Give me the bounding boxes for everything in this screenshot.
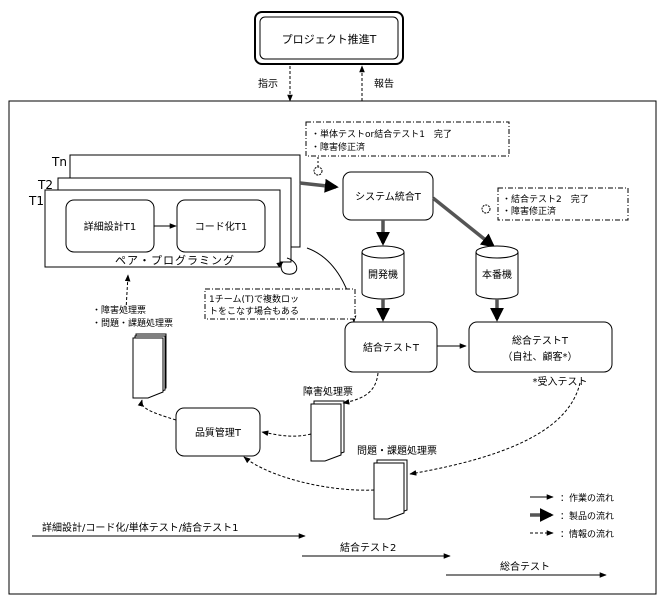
legend-work-flow-label: ：作業の流れ	[560, 492, 614, 504]
team-2-label: T2	[37, 178, 53, 192]
stack-to-integration-arrow	[299, 178, 339, 193]
test2-done-line1: ・結合テスト2 完了	[502, 193, 589, 205]
project-node: プロジェクト推進T	[254, 11, 404, 65]
system-integration-node: システム統合T	[342, 171, 434, 221]
project-label: プロジェクト推進T	[282, 32, 377, 46]
issue-ticket-label: 問題・課題処理票	[357, 444, 437, 457]
team-lots-note: 1チーム(T)で複数ロッ トをこなす場合もある	[204, 288, 356, 320]
team-n-label: Tn	[51, 155, 67, 169]
doc-to-teams-info-arrow	[124, 274, 131, 311]
total-test-label-line1: 総合テストT	[512, 334, 569, 347]
detail-design-node: 詳細設計T1	[65, 199, 155, 253]
unit-note-pointer	[313, 166, 323, 176]
issue-ticket-doc-icon	[373, 459, 408, 520]
report-label: 報告	[374, 77, 394, 90]
defect-to-quality-info-arrow	[261, 430, 312, 437]
coding-node: コード化T1	[176, 199, 266, 253]
main-frame	[8, 100, 657, 595]
acceptance-test-label: *受入テスト	[533, 376, 588, 388]
integration-to-prod-arrow	[431, 196, 496, 248]
pair-programming-label: ペア・プログラミング	[115, 253, 235, 267]
integration-test-node: 結合テストT	[344, 321, 438, 373]
legend-product-flow-label: ：製品の流れ	[560, 510, 614, 522]
defect-ticket-label: 障害処理票	[303, 385, 353, 398]
team-1-label: T1	[28, 194, 44, 208]
left-ticket-doc-icon	[132, 333, 167, 399]
system-integration-label: システム統合T	[355, 190, 422, 203]
test2-note-pointer	[481, 204, 491, 214]
phase2-label: 結合テスト2	[340, 541, 396, 554]
team-lots-line1: 1チーム(T)で複数ロッ	[209, 293, 299, 305]
defect-ticket-doc-icon	[310, 400, 345, 462]
unit-done-line1: ・単体テストor結合テスト1 完了	[311, 128, 452, 140]
issue-to-quality-info-arrow	[243, 456, 375, 491]
team-lots-line2: トをこなす場合もある	[209, 305, 299, 317]
phase3-label: 総合テスト	[500, 560, 550, 573]
unit-done-line2: ・障害修正済	[311, 141, 365, 153]
dev-machine-label: 開発機	[368, 268, 398, 281]
legend-info-flow-label: ：情報の流れ	[560, 528, 614, 540]
legend: ：作業の流れ ：製品の流れ ：情報の流れ	[530, 492, 614, 540]
instruct-label: 指示	[258, 77, 278, 90]
prod-machine-label: 本番機	[482, 268, 512, 281]
dev-machine-node: 開発機	[361, 245, 405, 300]
quality-to-left-doc-info-arrow	[137, 399, 177, 421]
integration-test-label: 結合テストT	[363, 341, 420, 354]
detail-design-label: 詳細設計T1	[84, 220, 136, 233]
quality-mgmt-label: 品質管理T	[195, 426, 242, 439]
quality-mgmt-node: 品質管理T	[175, 407, 261, 457]
coding-label: コード化T1	[195, 220, 247, 233]
total-test-node: 総合テストT （自社、顧客*）	[468, 321, 613, 373]
integration-to-defect-info-arrow	[342, 372, 379, 405]
left-doc-line1: ・障害処理票	[92, 304, 146, 316]
total-test-to-issue-info-arrow	[409, 382, 581, 476]
prod-machine-node: 本番機	[475, 245, 519, 300]
left-doc-line2: ・問題・課題処理票	[92, 317, 173, 329]
total-test-label-line2: （自社、顧客*）	[503, 350, 578, 363]
unit-test-done-note: ・単体テストor結合テスト1 完了 ・障害修正済	[305, 121, 510, 157]
phase1-label: 詳細設計/コード化/単体テスト/結合テスト1	[42, 521, 238, 534]
test2-done-line2: ・障害修正済	[502, 205, 556, 217]
team-loop-arrow	[276, 257, 298, 275]
test2-done-note: ・結合テスト2 完了 ・障害修正済	[497, 187, 629, 221]
